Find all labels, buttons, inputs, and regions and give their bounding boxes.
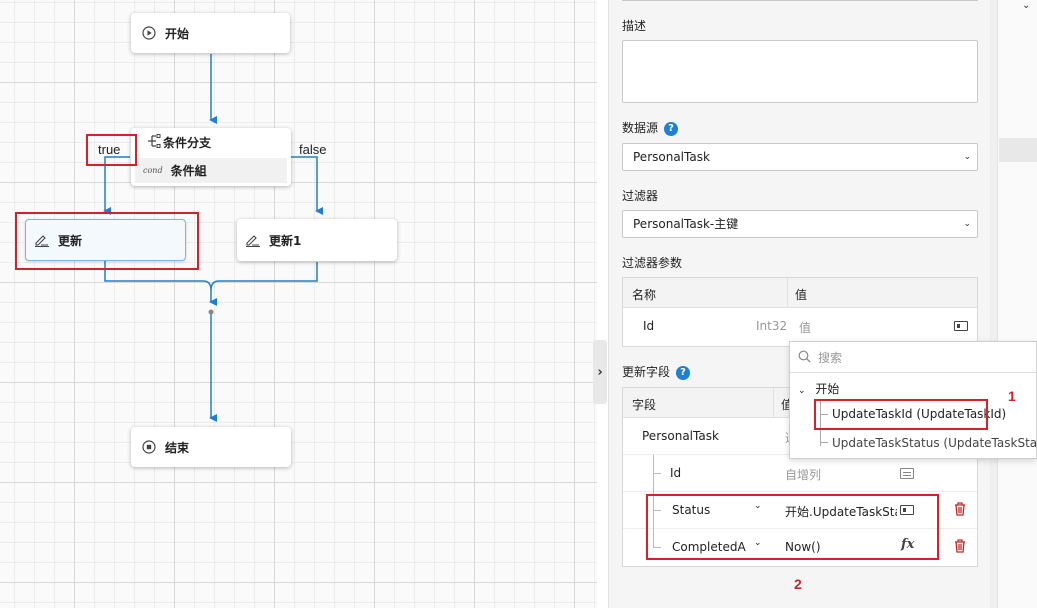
annotation-box-item [814, 399, 988, 430]
variable-picker-icon[interactable] [954, 321, 968, 331]
datasource-label-row: 数据源? [622, 119, 679, 136]
filter-params-label: 过滤器参数 [622, 256, 683, 270]
filter-params-table: 名称 值 Id Int32 值 [622, 277, 978, 347]
trash-icon[interactable] [952, 501, 968, 517]
edge-update1-merge [210, 262, 318, 291]
edge-true [103, 156, 130, 215]
chevron-down-icon[interactable]: ⌄ [754, 501, 762, 511]
filter-select[interactable]: PersonalTask-主键 ⌄ [622, 210, 978, 238]
column-header-name: 名称 [632, 288, 657, 302]
field-name: Status [672, 503, 711, 517]
group-name: PersonalTask [642, 429, 719, 443]
update1-node-label: 更新1 [269, 233, 302, 248]
filter-value: PersonalTask-主键 [633, 217, 739, 231]
annotation-box-update [15, 212, 199, 270]
variable-picker-dropdown: 搜索 ⌄ 开始 UpdateTaskId (UpdateTaskId) Upda… [789, 341, 1037, 459]
table-row: CompletedA ⌄ Now() fx [623, 529, 977, 566]
description-label: 描述 [622, 19, 647, 33]
datasource-value: PersonalTask [633, 150, 710, 164]
field-name: Id [670, 466, 682, 480]
table-row: Status ⌄ 开始.UpdateTaskStatu [623, 492, 977, 529]
edge-false [291, 156, 323, 215]
update1-node[interactable]: 更新1 [237, 219, 397, 261]
stop-circle-icon [141, 439, 157, 455]
update-node[interactable]: 更新 [25, 219, 186, 261]
condition-group-row[interactable]: cond 条件組 [135, 158, 287, 183]
annotation-marker-2: 2 [794, 576, 802, 592]
start-node-label: 开始 [165, 26, 190, 41]
tree-group-label: 开始 [815, 382, 840, 396]
condition-branch-label: 条件分支 [163, 136, 212, 150]
false-edge-label: false [299, 142, 327, 157]
update-node-label: 更新 [58, 233, 83, 248]
param-type: Int32 [756, 319, 788, 333]
selected-row-highlight [999, 138, 1037, 162]
flow-edges [103, 54, 323, 422]
branch-icon [147, 134, 163, 151]
annotation-box-true [86, 134, 137, 166]
tree-item[interactable]: UpdateTaskStatus (UpdateTaskStatus) [832, 436, 1037, 450]
merge-point [208, 309, 214, 315]
field-value: 自增列 [785, 468, 822, 482]
play-circle-icon [141, 25, 157, 41]
chevron-down-icon[interactable]: ⌄ [754, 538, 762, 548]
param-name: Id [643, 319, 655, 333]
filter-label: 过滤器 [622, 189, 659, 203]
search-input[interactable]: 搜索 [818, 351, 843, 365]
flow-canvas[interactable]: 开始 条件分支 cond 条件組 true false 更新 更新1 [0, 0, 597, 608]
field-value[interactable]: 开始.UpdateTaskStatu [785, 505, 897, 519]
chevron-down-icon: ⌄ [963, 219, 971, 229]
condition-branch-node[interactable]: 条件分支 cond 条件組 [131, 128, 291, 186]
update-fields-label: 更新字段 [622, 365, 671, 379]
panel-top-border [622, 0, 978, 1]
true-edge-label: true [98, 142, 121, 157]
chevron-down-icon: ⌄ [963, 152, 971, 162]
edit-icon [245, 232, 261, 248]
end-node-label: 结束 [165, 440, 190, 455]
help-icon[interactable]: ? [676, 365, 691, 380]
cond-icon: cond [143, 166, 163, 175]
start-node[interactable]: 开始 [131, 13, 290, 53]
update-fields-label-row: 更新字段? [622, 363, 691, 380]
field-name: CompletedA [672, 540, 746, 554]
function-icon[interactable]: fx [901, 537, 915, 552]
table-row: Id 自增列 [623, 455, 977, 492]
table-row: Id Int32 值 [623, 308, 977, 346]
chevron-down-icon[interactable]: ⌄ [1022, 0, 1031, 11]
tree-item[interactable]: UpdateTaskId (UpdateTaskId) [832, 407, 1007, 421]
variable-picker-icon[interactable] [900, 505, 914, 515]
description-textarea[interactable] [622, 40, 978, 103]
condition-group-label: 条件組 [170, 164, 207, 178]
datasource-label: 数据源 [622, 121, 659, 135]
param-value-input[interactable]: 值 [799, 321, 812, 335]
property-panel: 描述 数据源? PersonalTask ⌄ 过滤器 PersonalTask-… [608, 0, 990, 608]
right-strip: ⌄ [990, 0, 1037, 608]
help-icon[interactable]: ? [664, 121, 679, 136]
search-icon [798, 350, 811, 366]
column-header-value: 值 [795, 288, 808, 302]
field-value[interactable]: Now() [785, 540, 821, 554]
end-node[interactable]: 结束 [131, 427, 291, 467]
datasource-select[interactable]: PersonalTask ⌄ [622, 143, 978, 171]
list-icon[interactable] [900, 468, 914, 479]
tree-group[interactable]: ⌄ 开始 [798, 380, 839, 397]
annotation-marker-1: 1 [1008, 388, 1016, 404]
column-header-field: 字段 [632, 398, 657, 412]
chevron-right-icon: › [597, 364, 603, 380]
annotation-box-fields [646, 494, 939, 560]
trash-icon[interactable] [952, 538, 968, 554]
table-header: 名称 值 [623, 278, 977, 308]
scrollbar-track[interactable] [991, 0, 998, 608]
collapse-panel-button[interactable]: › [593, 340, 607, 404]
chevron-down-icon: ⌄ [798, 386, 806, 396]
edit-icon [34, 232, 50, 248]
